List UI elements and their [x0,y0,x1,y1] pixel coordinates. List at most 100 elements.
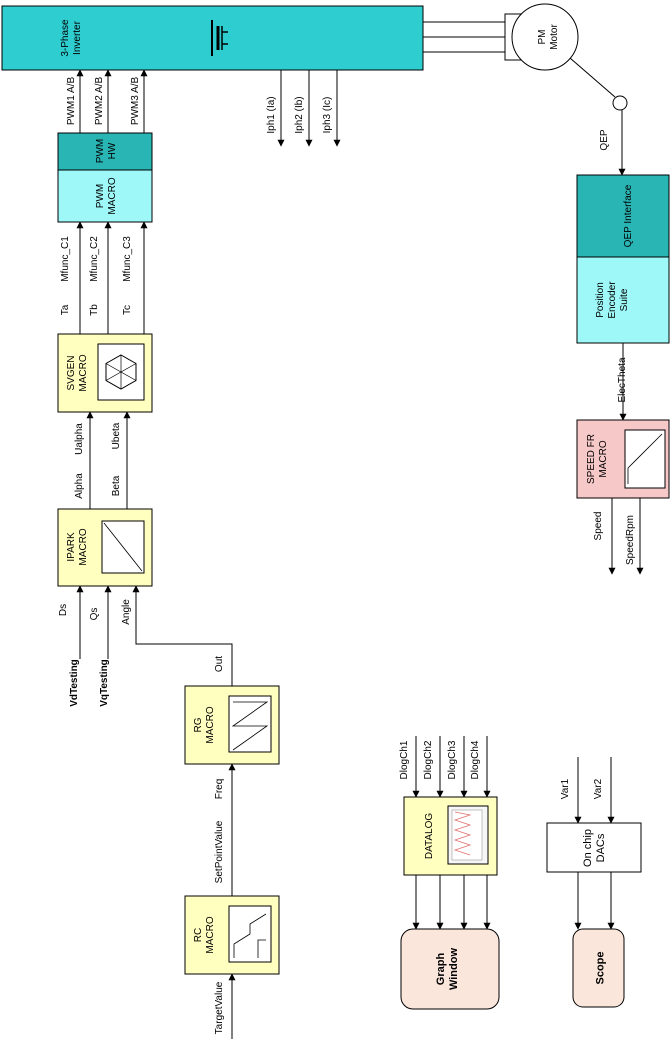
inverter-label: 3-PhaseInverter [60,19,83,57]
qs-label: Qs [89,608,100,621]
svgen-label: SVGENMACRO [66,354,89,391]
label-line: Inverter [72,20,83,55]
setpointvalue-label: SetPointValue [214,820,225,883]
ramp-control-icon [257,939,266,958]
speedrpm-label: SpeedRpm [625,515,636,565]
speed-fr-label: SPEED FRMACRO [586,434,609,484]
datalog-screen [451,809,483,861]
label-line: Motor [549,24,560,50]
speed-label: Speed [593,512,604,541]
mfunc-c1-label: Mfunc_C1 [60,236,71,282]
motor-label: PMMotor [537,24,560,50]
beta-label: Beta [111,475,122,496]
iph1-label: Iph1 (Ia) [266,96,277,133]
motor-block [511,3,579,71]
sawtooth-icon [231,701,269,751]
var2-label: Var2 [593,778,604,799]
graph-window-label: GraphWindow [435,948,460,990]
tc-label: Tc [122,305,133,315]
dlogch2-label: DlogCh2 [423,740,434,779]
scope-block [572,928,625,1008]
label-line: Graph [435,953,447,986]
label-line: PWM [95,139,106,163]
pwm-hw-label: PWMHW [95,139,118,163]
encoder-disc [612,95,628,111]
ualpha-label: Ualpha [74,423,85,455]
label-line: SPEED FR [586,434,597,484]
datalog-waveform-icon [453,811,472,856]
label-line: IPARK [66,532,77,562]
motor-shaft [569,57,616,98]
graph-window-block [400,928,500,1010]
datalog-label: DATALOG [424,813,435,860]
label-line: MACRO [205,916,216,953]
label-line: RG [193,717,204,732]
ds-label: Ds [58,604,69,616]
label-line: QEP Interface [623,184,634,247]
speed-curve-icon [627,433,663,484]
position-encoder-label: PositionEncoderSuite [595,281,630,319]
transistor-icon [211,20,228,56]
tb-label: Tb [89,304,100,316]
hexagon-icon [105,354,137,390]
label-line: Position [595,282,606,318]
label-line: DACs [595,833,607,862]
mfunc-c3-label: Mfunc_C3 [122,236,133,282]
rc-label: RCMACRO [193,916,216,953]
var1-label: Var1 [560,778,571,799]
label-line: DATALOG [424,813,435,860]
rg-label: RGMACRO [193,706,216,743]
vdtesting-label: VdTesting [69,659,80,707]
dacs-label: On chipDACs [582,829,607,867]
alpha-label: Alpha [74,473,85,499]
pwm1-label: PWM1 A/B [66,77,77,126]
label-line: Suite [619,288,630,311]
label-line: Scope [595,951,607,984]
pwm-macro-label: PWMMACRO [95,177,118,214]
label-line: SVGEN [66,355,77,390]
speed-icon-box [624,429,666,489]
dlogch1-label: DlogCh1 [399,740,410,779]
label-line: 3-Phase [60,19,71,57]
qep-interface-block [576,174,670,258]
label-line: PM [537,30,548,45]
freq-label: Freq [214,779,225,800]
out-label: Out [214,656,225,672]
label-line: MACRO [598,440,609,477]
pwm2-label: PWM2 A/B [94,77,105,126]
iph2-label: Iph2 (Ib) [294,96,305,133]
dlogch4-label: DlogCh4 [470,740,481,779]
iph3-label: Iph3 (Ic) [322,97,333,134]
label-line: MACRO [78,528,89,565]
ramp-icon [233,913,267,958]
label-line: MACRO [107,177,118,214]
ipark-label: IPARKMACRO [66,528,89,565]
label-line: PWM [95,184,106,208]
electheta-label: ElecTheta [617,357,628,402]
ta-label: Ta [60,304,71,315]
angle-arrow [132,585,233,686]
vqtesting-label: VqTesting [99,659,110,707]
label-line: On chip [582,829,594,867]
label-line: RC [193,928,204,942]
mfunc-c2-label: Mfunc_C2 [89,236,100,282]
label-line: Window [448,948,460,990]
angle-label: Angle [121,599,132,625]
label-line: MACRO [78,354,89,391]
label-line: HW [107,142,118,159]
qep-label: QEP [599,129,610,150]
pwm3-label: PWM3 A/B [130,77,141,126]
label-line: Encoder [607,281,618,319]
targetvalue-label: TargetValue [214,981,225,1034]
dacs-block [546,822,642,873]
scope-label: Scope [595,951,607,984]
pwm-hw-block [57,132,153,171]
diagonal-icon [103,522,143,572]
qep-interface-label: QEP Interface [623,184,634,247]
ubeta-label: Ubeta [111,422,122,449]
position-encoder-block [576,256,670,344]
pwm-macro-block [57,169,153,223]
dlogch3-label: DlogCh3 [447,740,458,779]
label-line: MACRO [205,706,216,743]
